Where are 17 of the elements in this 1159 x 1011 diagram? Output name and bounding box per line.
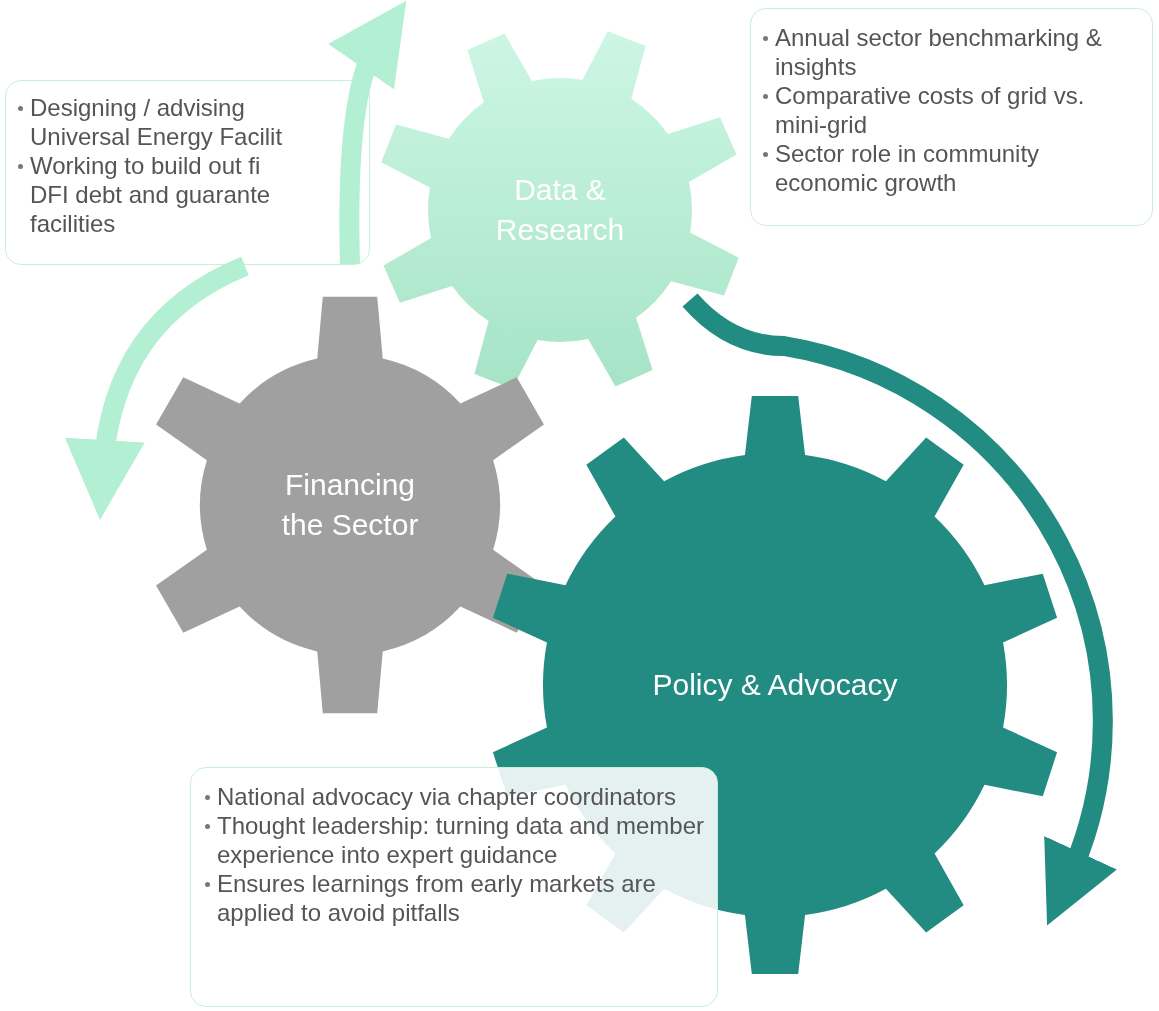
bullet-item: Annual sector benchmarking & insights — [761, 23, 1135, 81]
gear-label: Policy & Advocacy — [651, 667, 899, 703]
gear-label: Financing the Sector — [280, 467, 420, 543]
curved-arrow — [328, 0, 404, 265]
bullet-item: Ensures learnings from early markets are applied to avoid pitfalls — [203, 869, 707, 927]
gear-label: Data & Research — [494, 172, 626, 248]
bullet-item: National advocacy via chapter coordinators — [203, 782, 707, 811]
text-card — [750, 8, 1153, 226]
bullet-item: Comparative costs of grid vs. mini-grid — [761, 81, 1135, 139]
bullet-item: Designing / advising Universal Energy Facilit — [16, 93, 305, 151]
bullet-item: Thought leadership: turning data and member experience into expert guidance — [203, 811, 707, 869]
bullet-item: Working to build out fi DFI debt and guarante facilities — [16, 151, 305, 238]
text-card — [5, 80, 370, 265]
curved-arrow — [66, 256, 250, 520]
text-card — [190, 767, 718, 1007]
curved-arrow — [682, 293, 1117, 927]
bullet-item: Sector role in community economic growth — [761, 139, 1135, 197]
